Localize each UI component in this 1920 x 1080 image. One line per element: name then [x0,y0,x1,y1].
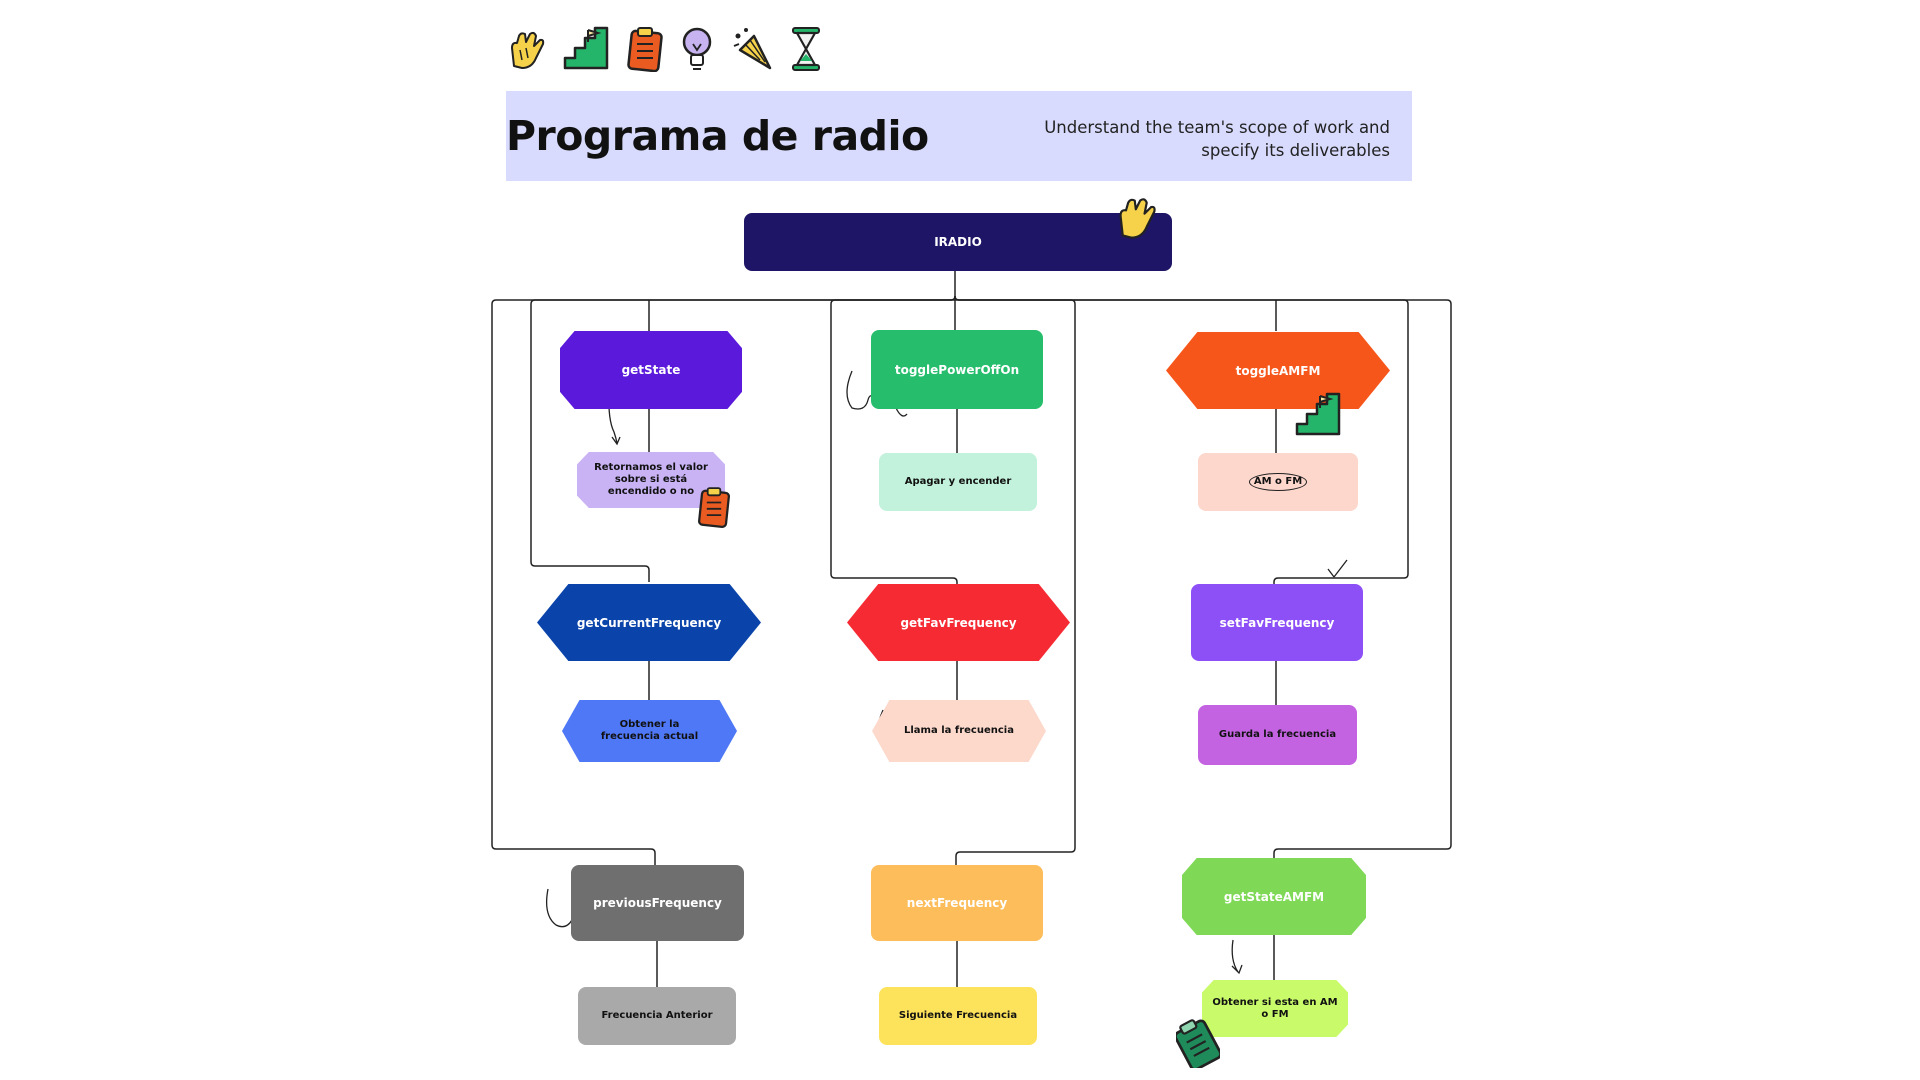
desc-getcurrentfrequency-text: Obtener la frecuencia actual [600,719,699,742]
node-getfavfrequency[interactable]: getFavFrequency [847,584,1070,661]
node-getstateamfm-label: getStateAMFM [1223,889,1325,904]
node-setfavfrequency-label: setFavFrequency [1219,615,1335,630]
node-getstate-label: getState [621,363,681,377]
lightbulb-icon [682,27,712,70]
node-toggleamfm[interactable]: toggleAMFM [1166,332,1390,409]
node-previousfrequency-label: previousFrequency [593,896,722,910]
desc-getstate: Retornamos el valor sobre si está encend… [577,452,725,508]
desc-togglepoweroffon: Apagar y encender [879,453,1037,511]
clipboard-icon [1176,1019,1220,1068]
stairs-flag-icon [563,26,609,70]
node-getfavfrequency-label: getFavFrequency [900,615,1017,630]
desc-toggleamfm-text: AM o FM [1248,473,1308,491]
node-getcurrentfrequency-label: getCurrentFrequency [576,615,722,630]
page-title: Programa de radio [506,112,929,160]
clipboard-icon [698,487,730,528]
node-previousfrequency[interactable]: previousFrequency [571,865,744,941]
node-toggleamfm-label: toggleAMFM [1235,363,1321,378]
subtitle-line-2: specify its deliverables [1201,141,1390,160]
desc-toggleamfm: AM o FM [1198,453,1358,511]
desc-setfavfrequency-text: Guarda la frecuencia [1218,729,1337,740]
desc-setfavfrequency: Guarda la frecuencia [1198,705,1357,765]
hourglass-icon [792,27,820,71]
desc-getcurrentfrequency: Obtener la frecuencia actual [562,700,737,762]
desc-togglepoweroffon-text: Apagar y encender [904,476,1012,487]
node-getstate[interactable]: getState [560,331,742,409]
subtitle-line-1: Understand the team's scope of work and [1044,118,1390,137]
clipboard-icon [627,27,663,72]
node-setfavfrequency[interactable]: setFavFrequency [1191,584,1363,661]
high-five-icon [511,31,545,69]
high-five-icon [1119,198,1156,239]
desc-previousfrequency: Frecuencia Anterior [578,987,736,1045]
desc-previousfrequency-text: Frecuencia Anterior [601,1010,713,1021]
node-getstateamfm[interactable]: getStateAMFM [1182,858,1366,935]
node-togglepoweroffon[interactable]: togglePowerOffOn [871,330,1043,409]
page-subtitle: Understand the team's scope of work and … [1040,116,1390,162]
node-togglepoweroffon-label: togglePowerOffOn [894,362,1020,377]
desc-getfavfrequency: Llama la frecuencia [872,700,1046,762]
node-nextfrequency[interactable]: nextFrequency [871,865,1043,941]
desc-nextfrequency-text: Siguiente Frecuencia [898,1010,1018,1021]
root-node-label: IRADIO [934,235,982,249]
node-nextfrequency-label: nextFrequency [906,896,1008,910]
party-popper-icon [733,28,772,70]
desc-getfavfrequency-text: Llama la frecuencia [904,725,1014,736]
desc-nextfrequency: Siguiente Frecuencia [879,987,1037,1045]
desc-getstateamfm-text: Obtener si esta en AM o FM [1212,996,1338,1020]
node-getcurrentfrequency[interactable]: getCurrentFrequency [537,584,761,661]
desc-getstate-text: Retornamos el valor sobre si está encend… [594,462,708,497]
root-node-iradio[interactable]: IRADIO [744,213,1172,271]
header-band [506,91,1412,181]
desc-getstateamfm: Obtener si esta en AM o FM [1202,980,1348,1037]
stairs-flag-icon [1295,392,1341,436]
